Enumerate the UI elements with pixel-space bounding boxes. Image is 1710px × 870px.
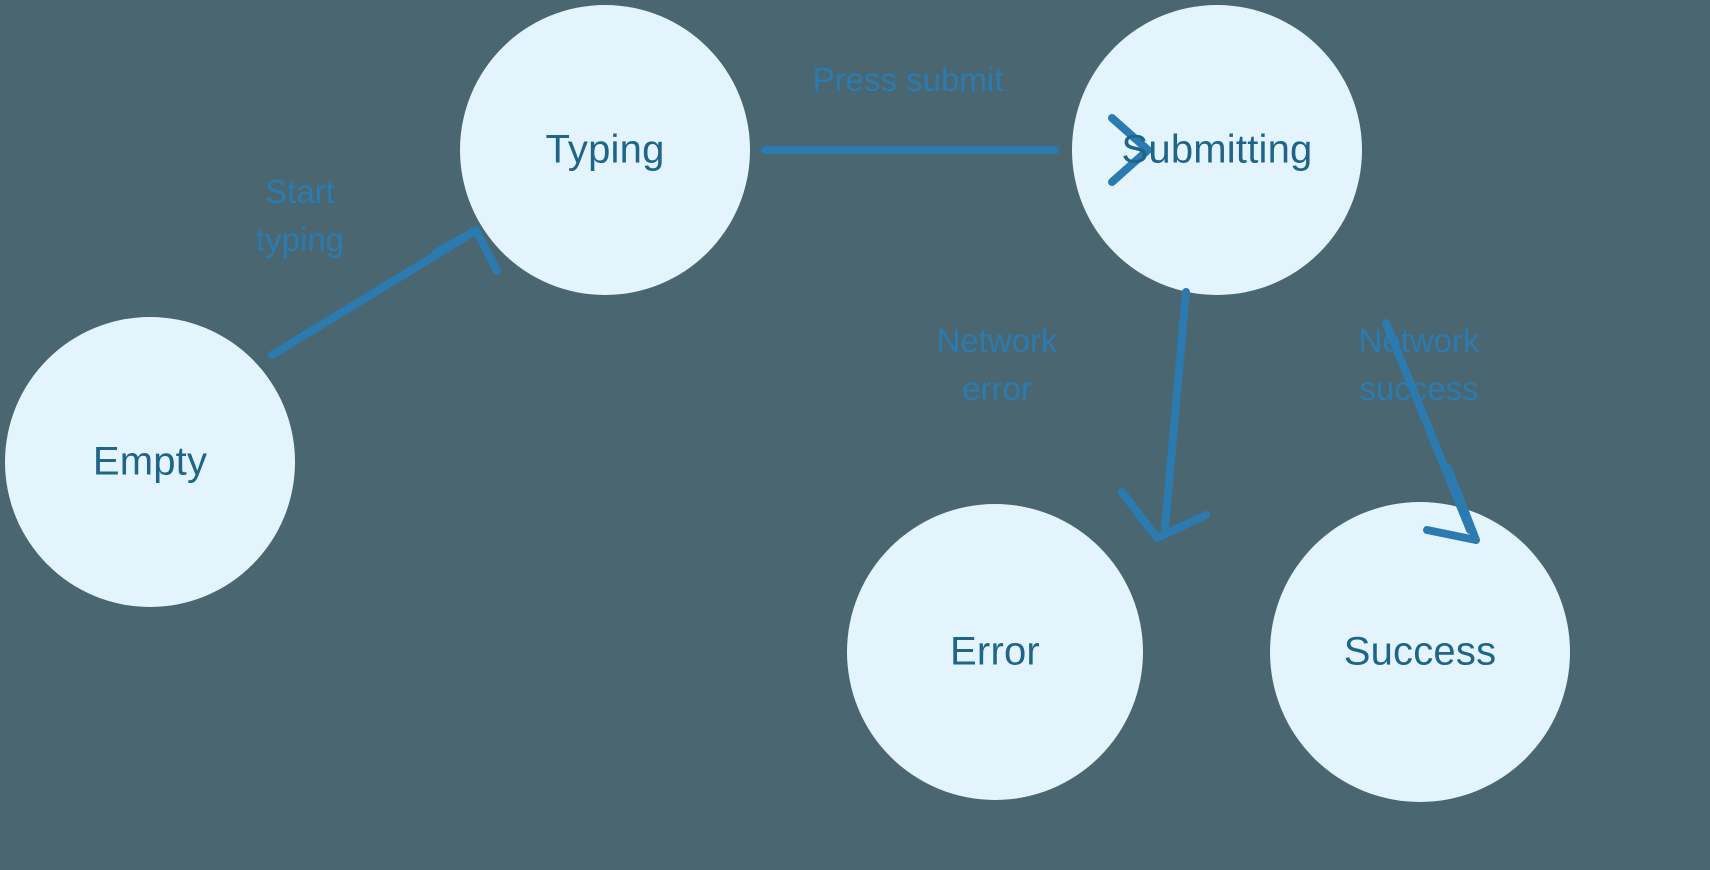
node-circle-typing[interactable] — [460, 5, 750, 295]
edge-empty-to-typing[interactable] — [268, 226, 502, 359]
edge-submitting-to-error[interactable] — [1118, 288, 1210, 542]
arrowhead-typing-to-submitting — [1108, 114, 1152, 186]
arrowhead-submitting-to-success — [1423, 464, 1480, 544]
edge-typing-to-submitting[interactable] — [761, 114, 1152, 186]
node-circles — [5, 5, 1570, 802]
node-circle-submitting[interactable] — [1072, 5, 1362, 295]
arrowhead-submitting-to-error — [1118, 488, 1210, 542]
node-circle-error[interactable] — [847, 504, 1143, 800]
edge-submitting-to-success[interactable] — [1382, 319, 1480, 544]
node-circle-success[interactable] — [1270, 502, 1570, 802]
node-circle-empty[interactable] — [5, 317, 295, 607]
arrowhead-empty-to-typing — [432, 226, 502, 275]
edge-line-submitting-to-error — [1161, 288, 1190, 532]
